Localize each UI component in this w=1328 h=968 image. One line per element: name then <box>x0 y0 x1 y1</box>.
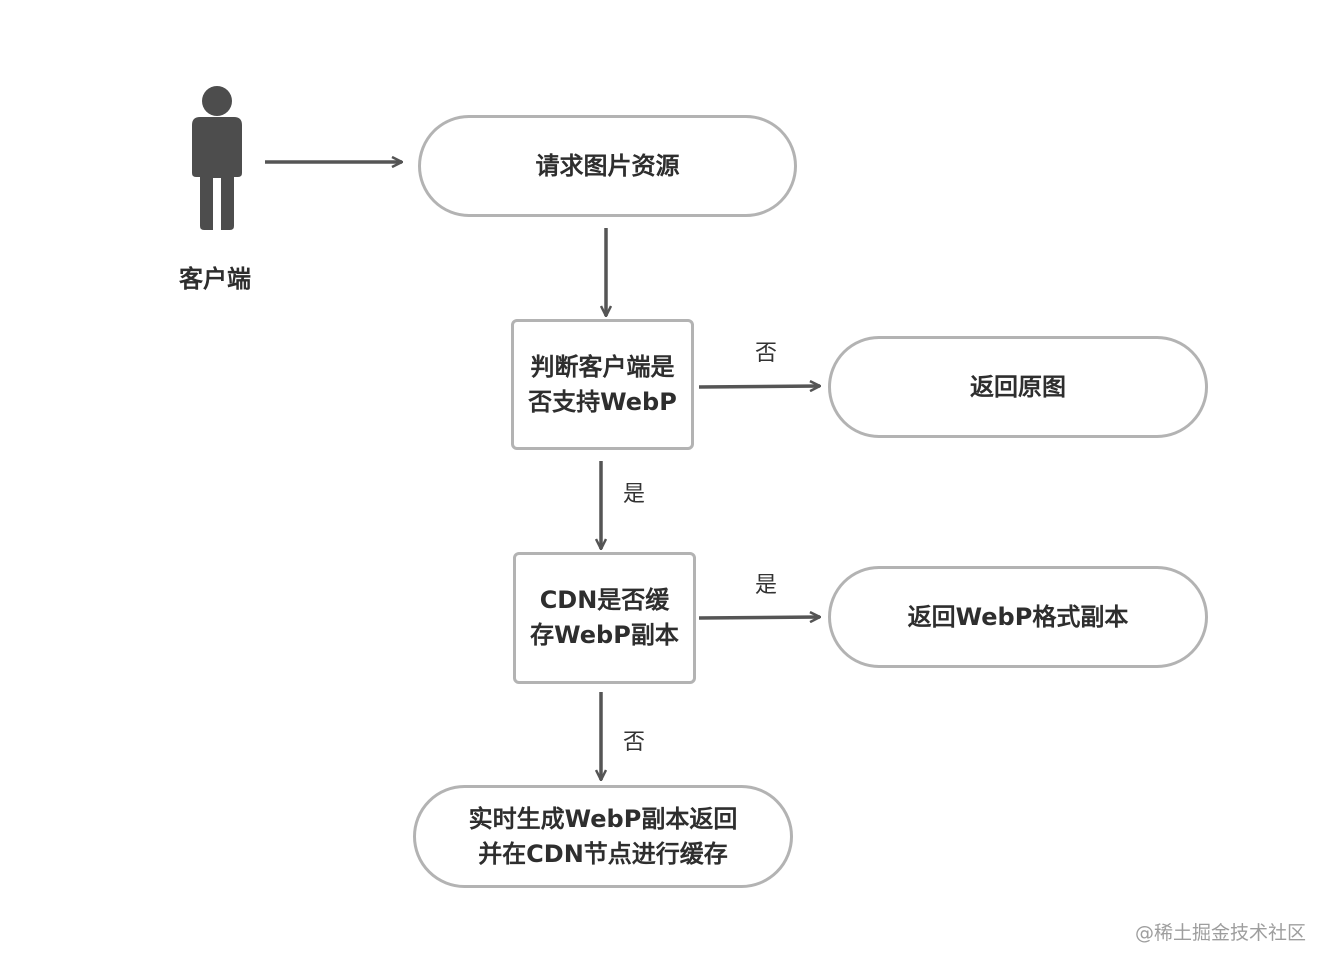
node-return-webp-copy: 返回WebP格式副本 <box>828 566 1208 668</box>
node-return-original: 返回原图 <box>828 336 1208 438</box>
node-check-webp-support: 判断客户端是否支持WebP <box>511 319 694 450</box>
edge-label-webp-yes: 是 <box>623 482 646 507</box>
node-request-image: 请求图片资源 <box>418 115 797 217</box>
arrow-check-to-original <box>698 386 820 387</box>
edge-label-webp-no: 否 <box>755 341 778 366</box>
actor-label: 客户端 <box>179 265 251 293</box>
edge-label-cache-yes: 是 <box>755 573 778 598</box>
watermark: @稀土掘金技术社区 <box>1134 922 1306 944</box>
edge-label-cache-no: 否 <box>623 730 646 755</box>
person-icon <box>192 86 242 230</box>
node-generate-webp: 实时生成WebP副本返回并在CDN节点进行缓存 <box>413 785 793 888</box>
arrow-cache-to-webp <box>698 617 820 618</box>
node-check-cdn-cache: CDN是否缓存WebP副本 <box>513 552 696 684</box>
